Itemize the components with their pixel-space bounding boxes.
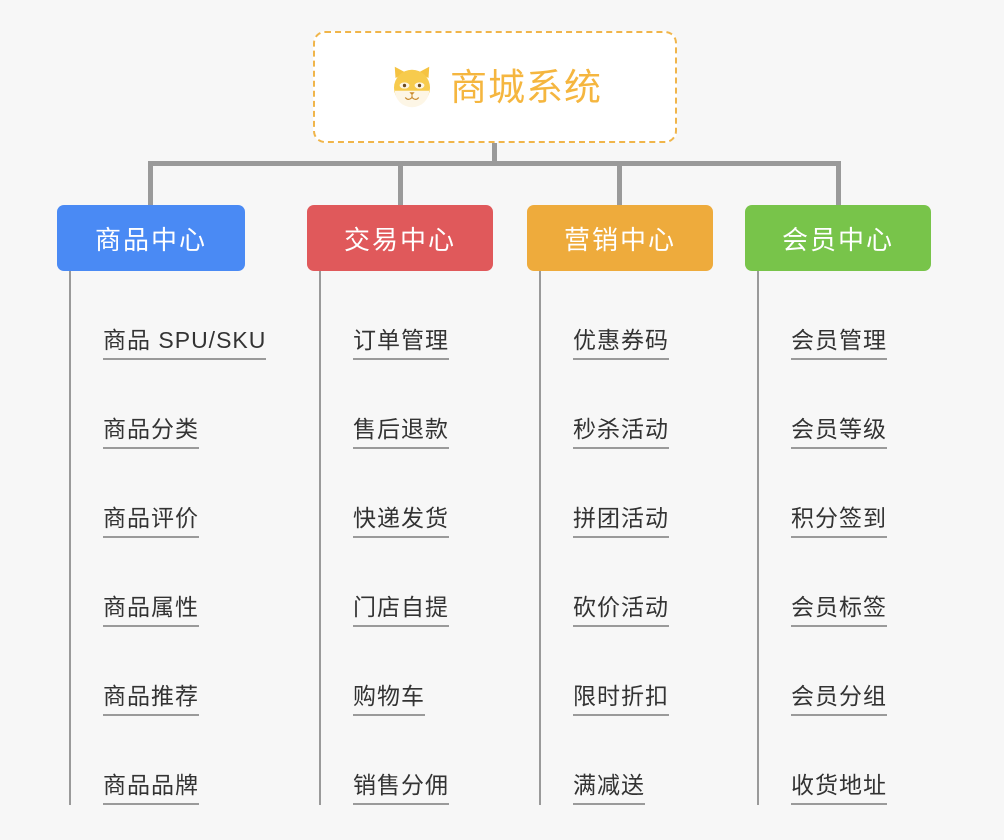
category-header-trade-center[interactable]: 交易中心 xyxy=(307,205,493,271)
connector-drop-1 xyxy=(148,161,153,207)
item-label: 售后退款 xyxy=(353,416,449,449)
category-label: 会员中心 xyxy=(781,224,894,255)
item-label: 收货地址 xyxy=(791,772,887,805)
item-label: 商品推荐 xyxy=(103,683,199,716)
connector-horizontal-bus xyxy=(148,161,841,166)
list-item[interactable]: 商品评价 xyxy=(71,449,245,538)
list-item[interactable]: 快递发货 xyxy=(321,449,493,538)
item-list-product-center: 商品 SPU/SKU 商品分类 商品评价 商品属性 商品推荐 商品品牌 xyxy=(69,271,267,805)
list-item[interactable]: 砍价活动 xyxy=(541,538,713,627)
list-item[interactable]: 积分签到 xyxy=(759,449,931,538)
branch-column-trade-center: 交易中心 订单管理 售后退款 快递发货 门店自提 购物车 销售分佣 xyxy=(307,205,493,805)
item-label: 会员分组 xyxy=(791,683,887,716)
list-item[interactable]: 门店自提 xyxy=(321,538,493,627)
list-item[interactable]: 满减送 xyxy=(541,716,713,805)
category-header-product-center[interactable]: 商品中心 xyxy=(57,205,245,271)
category-label: 交易中心 xyxy=(343,224,456,255)
item-label: 砍价活动 xyxy=(573,594,669,627)
list-item[interactable]: 销售分佣 xyxy=(321,716,493,805)
shiba-dog-face-icon xyxy=(388,63,436,111)
item-label: 满减送 xyxy=(573,772,645,805)
item-label: 积分签到 xyxy=(791,505,887,538)
branch-column-member-center: 会员中心 会员管理 会员等级 积分签到 会员标签 会员分组 收货地址 xyxy=(745,205,931,805)
branch-column-marketing-center: 营销中心 优惠券码 秒杀活动 拼团活动 砍价活动 限时折扣 满减送 xyxy=(527,205,713,805)
list-item[interactable]: 商品 SPU/SKU xyxy=(71,271,267,360)
list-item[interactable]: 购物车 xyxy=(321,627,493,716)
list-item[interactable]: 会员分组 xyxy=(759,627,931,716)
list-item[interactable]: 售后退款 xyxy=(321,360,493,449)
list-item[interactable]: 会员标签 xyxy=(759,538,931,627)
item-label: 优惠券码 xyxy=(573,327,669,360)
item-label: 销售分佣 xyxy=(353,772,449,805)
item-list-trade-center: 订单管理 售后退款 快递发货 门店自提 购物车 销售分佣 xyxy=(319,271,493,805)
list-item[interactable]: 会员等级 xyxy=(759,360,931,449)
item-label: 商品品牌 xyxy=(103,772,199,805)
category-label: 营销中心 xyxy=(563,224,676,255)
list-item[interactable]: 秒杀活动 xyxy=(541,360,713,449)
list-item[interactable]: 商品分类 xyxy=(71,360,245,449)
item-label: 快递发货 xyxy=(353,505,449,538)
item-label: 会员管理 xyxy=(791,327,887,360)
root-node[interactable]: 商城系统 xyxy=(313,31,677,143)
category-header-marketing-center[interactable]: 营销中心 xyxy=(527,205,713,271)
item-label: 商品评价 xyxy=(103,505,199,538)
list-item[interactable]: 限时折扣 xyxy=(541,627,713,716)
category-label: 商品中心 xyxy=(94,224,207,255)
item-label: 订单管理 xyxy=(353,327,449,360)
list-item[interactable]: 订单管理 xyxy=(321,271,493,360)
item-label: 限时折扣 xyxy=(573,683,669,716)
item-label: 门店自提 xyxy=(353,594,449,627)
list-item[interactable]: 收货地址 xyxy=(759,716,931,805)
category-header-member-center[interactable]: 会员中心 xyxy=(745,205,931,271)
list-item[interactable]: 商品属性 xyxy=(71,538,245,627)
list-item[interactable]: 商品推荐 xyxy=(71,627,245,716)
item-label: 会员等级 xyxy=(791,416,887,449)
list-item[interactable]: 商品品牌 xyxy=(71,716,245,805)
item-label: 秒杀活动 xyxy=(573,416,669,449)
item-list-member-center: 会员管理 会员等级 积分签到 会员标签 会员分组 收货地址 xyxy=(757,271,931,805)
branch-column-product-center: 商品中心 商品 SPU/SKU 商品分类 商品评价 商品属性 商品推荐 商品品牌 xyxy=(57,205,267,805)
list-item[interactable]: 优惠券码 xyxy=(541,271,713,360)
item-label: 商品属性 xyxy=(103,594,199,627)
item-label: 会员标签 xyxy=(791,594,887,627)
item-label: 拼团活动 xyxy=(573,505,669,538)
connector-root-stem xyxy=(492,143,497,165)
item-label: 商品 SPU/SKU xyxy=(103,327,267,360)
item-label: 购物车 xyxy=(353,683,425,716)
connector-drop-2 xyxy=(398,161,403,207)
item-label: 商品分类 xyxy=(103,416,199,449)
item-list-marketing-center: 优惠券码 秒杀活动 拼团活动 砍价活动 限时折扣 满减送 xyxy=(539,271,713,805)
connector-drop-3 xyxy=(617,161,622,207)
list-item[interactable]: 会员管理 xyxy=(759,271,931,360)
connector-drop-4 xyxy=(836,161,841,207)
list-item[interactable]: 拼团活动 xyxy=(541,449,713,538)
root-title: 商城系统 xyxy=(450,66,602,108)
